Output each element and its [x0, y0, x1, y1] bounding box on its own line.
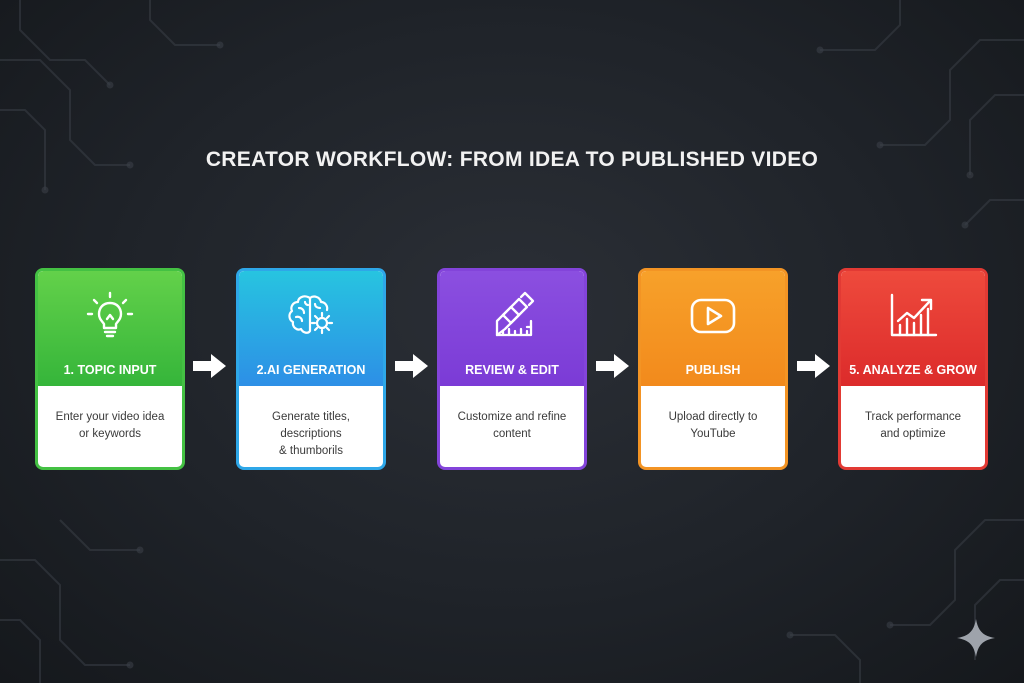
brain-gear-icon [288, 295, 334, 335]
step-card-publish: PUBLISH Upload directly to YouTube [638, 268, 788, 470]
step-card-review-edit: REVIEW & EDIT Customize and refine conte… [437, 268, 587, 470]
step-label: 2.AI GENERATION [256, 363, 366, 377]
step-description: Enter your video idea or keywords [55, 411, 165, 440]
growth-chart-icon [890, 293, 938, 337]
step-label: 5. ANALYZE & GROW [849, 363, 977, 377]
sparkle-icon [957, 619, 995, 657]
step-header [641, 271, 785, 386]
arrow-right-icon [596, 354, 629, 378]
play-button-icon [690, 298, 736, 334]
pencil-ruler-icon [495, 291, 535, 337]
arrow-right-icon [193, 354, 226, 378]
step-card-topic-input: 1. TOPIC INPUT Enter your video idea or … [35, 268, 185, 470]
step-label: PUBLISH [685, 363, 741, 377]
step-label: 1. TOPIC INPUT [63, 363, 157, 377]
arrow-right-icon [797, 354, 830, 378]
step-description: Customize and refine content [457, 411, 567, 440]
step-card-analyze-grow: 5. ANALYZE & GROW Track performance and … [838, 268, 988, 470]
step-description: Track performance and optimize [864, 411, 962, 440]
page-title: CREATOR WORKFLOW: FROM IDEA TO PUBLISHED… [205, 148, 819, 171]
step-description: Generate titles, descriptions & thumbori… [272, 411, 350, 457]
arrow-right-icon [395, 354, 428, 378]
step-header [440, 271, 584, 386]
step-label: REVIEW & EDIT [465, 363, 559, 377]
step-card-ai-generation: 2.AI GENERATION Generate titles, descrip… [236, 268, 386, 470]
lightbulb-icon [86, 291, 134, 338]
step-description: Upload directly to YouTube [668, 411, 758, 440]
